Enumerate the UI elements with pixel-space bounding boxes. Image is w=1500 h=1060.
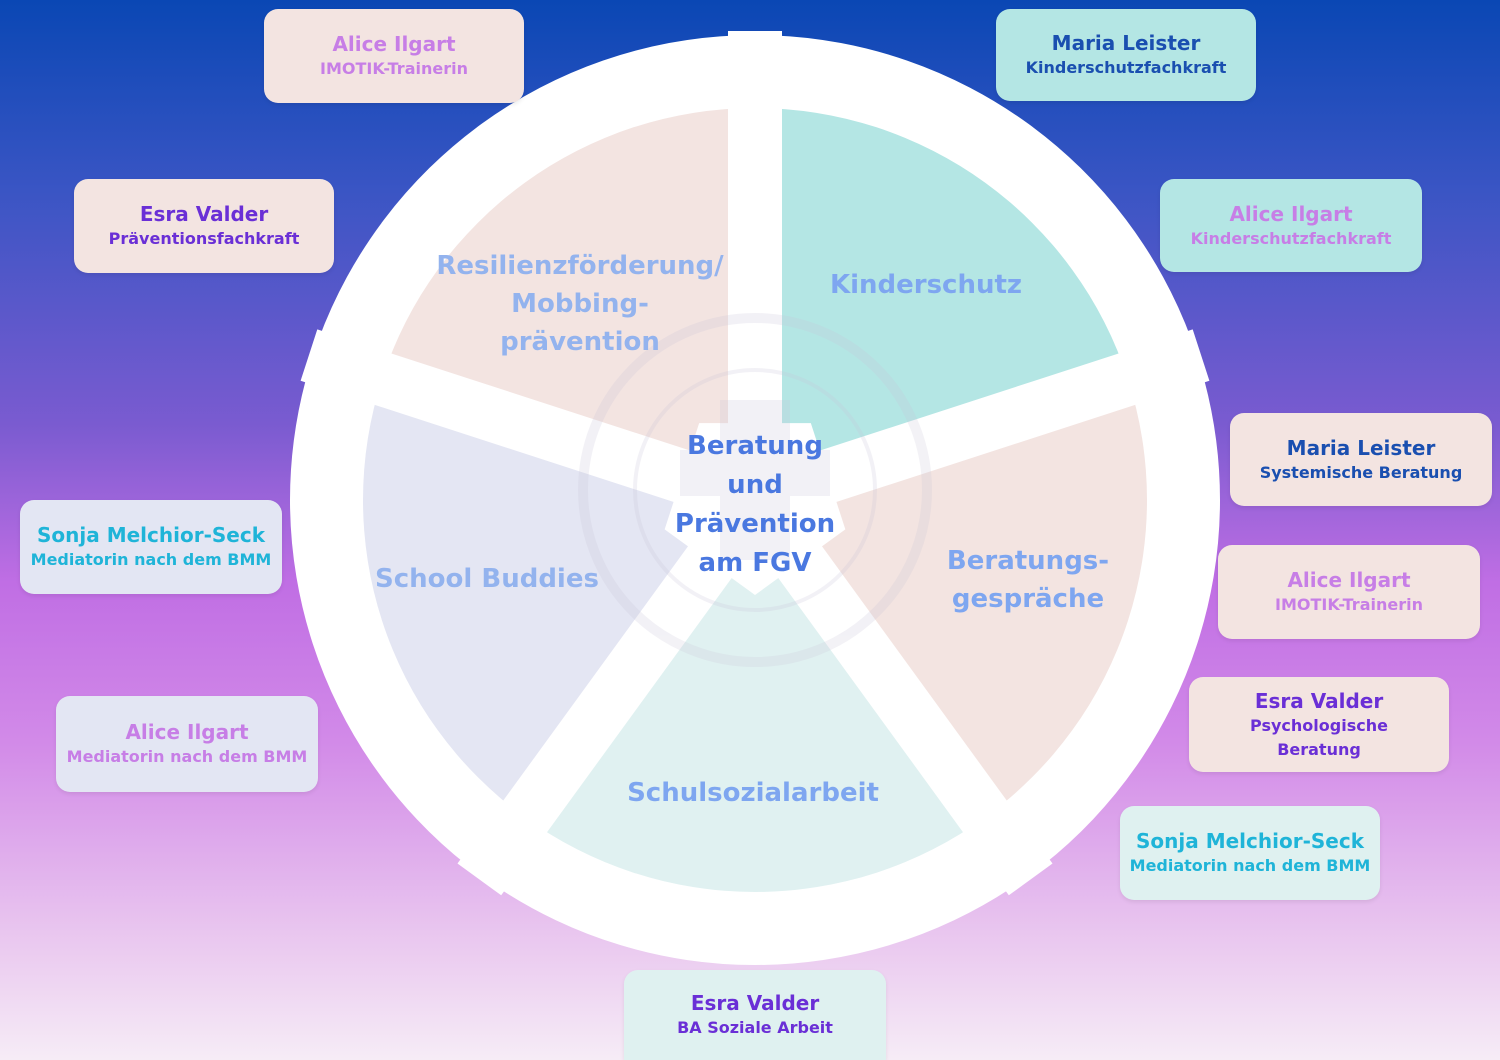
person-card: Alice Ilgart IMOTIK-Trainerin	[264, 9, 524, 103]
person-role: IMOTIK-Trainerin	[1275, 595, 1423, 614]
person-name: Alice Ilgart	[1287, 568, 1411, 592]
person-role: Präventionsfachkraft	[108, 229, 300, 248]
person-name: Sonja Melchior-Seck	[37, 523, 265, 547]
segment-label-beratung: Beratungs- gespräche	[947, 542, 1109, 618]
person-card: Sonja Melchior-Seck Mediatorin nach dem …	[20, 500, 282, 594]
segment-label-line: Kinderschutz	[829, 270, 1023, 300]
ring-arc	[496, 839, 1014, 965]
segment-schulsozial	[524, 500, 986, 892]
person-name: Esra Valder	[1254, 688, 1384, 713]
ring-arc	[318, 35, 740, 360]
segment-label-kinderschutz: Kinderschutz	[830, 266, 1022, 304]
person-role: BA Soziale Arbeit	[677, 1018, 833, 1037]
segment-label-schulsozial: Schulsozialarbeit	[627, 774, 879, 812]
watermark-seal	[578, 313, 932, 667]
segment-label-line: Schulsozialarbeit	[627, 778, 879, 808]
segment-separator	[300, 329, 764, 526]
person-card: Esra Valder Präventionsfachkraft	[74, 179, 334, 273]
person-role: Systemische Beratung	[1259, 462, 1463, 482]
segment-label-buddies: School Buddies	[375, 560, 599, 598]
person-name: Alice Ilgart	[332, 32, 456, 56]
person-name: Sonja Melchior-Seck	[1136, 829, 1364, 853]
person-role: Mediatorin nach dem BMM	[1129, 856, 1371, 875]
center-title-line: am FGV	[698, 548, 812, 578]
person-card: Alice Ilgart IMOTIK-Trainerin	[1218, 545, 1480, 639]
person-name: Maria Leister	[1286, 435, 1436, 460]
person-role: Psychologische Beratung	[1250, 715, 1388, 759]
separator-group	[300, 31, 1210, 896]
person-card: Alice Ilgart Mediatorin nach dem BMM	[56, 696, 318, 792]
segment-separator	[746, 329, 1210, 526]
center-hub	[664, 423, 846, 595]
person-card: Esra Valder Psychologische Beratung	[1189, 677, 1449, 772]
person-card: Maria Leister Systemische Beratung	[1230, 413, 1492, 506]
person-role: Mediatorin nach dem BMM	[30, 550, 272, 569]
segment-label-line: gespräche	[951, 584, 1105, 614]
center-title-line: Beratung	[687, 431, 823, 461]
segment-label-line: Mobbing-	[511, 289, 649, 319]
center-title: Beratung und Prävention am FGV	[675, 427, 835, 583]
person-role: IMOTIK-Trainerin	[320, 59, 468, 78]
segment-label-line: Resilienzförderung/	[436, 251, 724, 281]
person-card: Alice Ilgart Kinderschutzfachkraft	[1160, 179, 1422, 272]
segment-label-line: School Buddies	[375, 564, 599, 594]
person-name: Maria Leister	[1051, 31, 1201, 55]
person-name: Esra Valder	[139, 202, 269, 226]
person-card: Sonja Melchior-Seck Mediatorin nach dem …	[1120, 806, 1380, 900]
segment-separator	[457, 484, 777, 896]
person-name: Esra Valder	[690, 991, 820, 1015]
center-title-line: und	[727, 470, 783, 500]
person-role: Kinderschutzfachkraft	[1190, 228, 1392, 248]
person-card: Maria Leister Kinderschutzfachkraft	[996, 9, 1256, 101]
person-card: Esra Valder BA Soziale Arbeit	[624, 970, 886, 1060]
segment-label-line: Beratungs-	[946, 546, 1110, 576]
person-role: Kinderschutzfachkraft	[1025, 58, 1227, 77]
person-name: Alice Ilgart	[1229, 201, 1353, 226]
person-role: Mediatorin nach dem BMM	[66, 747, 308, 766]
segment-label-line: prävention	[500, 327, 660, 357]
center-title-line: Prävention	[674, 509, 836, 539]
ring-arc	[770, 35, 1192, 360]
segment-label-resilienz: Resilienzförderung/ Mobbing- prävention	[436, 247, 723, 361]
person-name: Alice Ilgart	[125, 720, 249, 744]
segment-separator	[733, 484, 1053, 896]
